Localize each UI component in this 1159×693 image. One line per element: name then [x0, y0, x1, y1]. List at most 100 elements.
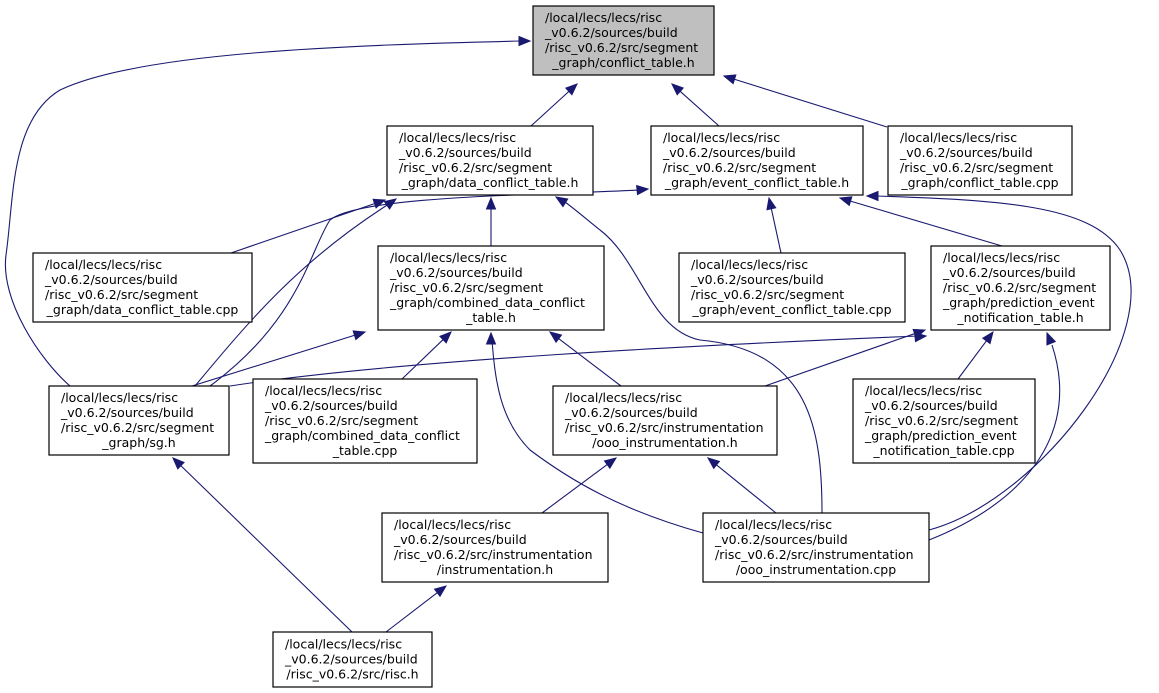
edge-ooo_instrumentation_h-to-combined_data_conflict_table_h — [548, 331, 622, 387]
node-label-line: _graph/combined_data_conflict — [389, 295, 585, 310]
edge-data_conflict_table_cpp-to-data_conflict_table_h — [230, 198, 387, 254]
node-label-line: /local/lecs/lecs/risc — [691, 257, 808, 272]
node-instrumentation-h[interactable]: /local/lecs/lecs/risc_v0.6.2/sources/bui… — [381, 512, 609, 583]
edge-arrowhead — [981, 330, 994, 345]
edge-sg_h-to-combined_data_conflict_table_h — [191, 330, 367, 387]
node-box[interactable] — [650, 125, 864, 196]
edge-risc_h-to-sg_h — [172, 457, 353, 633]
node-sg-h[interactable]: /local/lecs/lecs/risc_v0.6.2/sources/bui… — [48, 385, 230, 456]
edge-ooo_instrumentation_cpp-to-event_conflict_table_h — [865, 190, 1132, 531]
node-ooo-instrumentation-cpp[interactable]: /local/lecs/lecs/risc_v0.6.2/sources/bui… — [702, 512, 930, 583]
node-label-line: /local/lecs/lecs/risc — [390, 250, 507, 265]
node-label-line: _v0.6.2/sources/build — [564, 405, 698, 420]
node-prediction-event-notification-table-cpp[interactable]: /local/lecs/lecs/risc_v0.6.2/sources/bui… — [852, 378, 1036, 464]
node-label-line: /risc_v0.6.2/src/segment — [390, 280, 543, 295]
edge-instrumentation_h-to-ooo_instrumentation_h — [541, 457, 618, 514]
node-box[interactable] — [377, 245, 605, 331]
node-risc-h[interactable]: /local/lecs/lecs/risc_v0.6.2/sources/bui… — [272, 631, 433, 688]
node-label-line: _graph/prediction_event — [864, 428, 1017, 443]
node-label-line: /risc_v0.6.2/src/segment — [865, 413, 1018, 428]
node-label-line: _v0.6.2/sources/build — [398, 145, 532, 160]
edge-arrowhead — [554, 196, 569, 208]
node-label-line: /local/lecs/lecs/risc — [663, 130, 780, 145]
edge-arrowhead — [433, 585, 448, 598]
node-prediction-event-notification-table-h[interactable]: /local/lecs/lecs/risc_v0.6.2/sources/bui… — [930, 245, 1111, 331]
node-label-line: _v0.6.2/sources/build — [942, 265, 1076, 280]
edge-conflict_table_cpp-to-conflict_table_h — [722, 74, 888, 128]
edge-arrowhead — [603, 457, 618, 470]
node-box[interactable] — [32, 252, 253, 323]
node-conflict-table-cpp[interactable]: /local/lecs/lecs/risc_v0.6.2/sources/bui… — [887, 125, 1073, 196]
node-label-line: _v0.6.2/sources/build — [864, 398, 998, 413]
node-label-line: /local/lecs/lecs/risc — [565, 390, 682, 405]
node-label-line: /risc_v0.6.2/src/segment — [900, 160, 1053, 175]
node-box[interactable] — [272, 631, 433, 688]
edge-risc_h-to-instrumentation_h — [385, 585, 448, 633]
node-label-line: _graph/conflict_table.h — [551, 55, 694, 70]
node-label-line: _v0.6.2/sources/build — [44, 272, 178, 287]
edge-arrowhead — [548, 331, 563, 344]
node-box[interactable] — [678, 252, 906, 323]
edge-arrowhead — [722, 74, 737, 85]
edge-arrowhead — [766, 196, 777, 211]
node-box[interactable] — [887, 125, 1073, 196]
edge-sg_h-to-conflict_table_h — [4, 35, 532, 387]
node-label-line: /risc_v0.6.2/src/segment — [265, 413, 418, 428]
node-event-conflict-table-h[interactable]: /local/lecs/lecs/risc_v0.6.2/sources/bui… — [650, 125, 864, 196]
node-data-conflict-table-h[interactable]: /local/lecs/lecs/risc_v0.6.2/sources/bui… — [386, 125, 594, 196]
node-box[interactable] — [252, 378, 478, 464]
edge-ooo_instrumentation_cpp-to-combined_data_conflict_table_h — [485, 331, 704, 534]
node-box[interactable] — [386, 125, 594, 196]
node-ooo-instrumentation-h[interactable]: /local/lecs/lecs/risc_v0.6.2/sources/bui… — [552, 385, 778, 456]
node-label-line: /local/lecs/lecs/risc — [45, 257, 162, 272]
node-box[interactable] — [552, 385, 778, 456]
node-event-conflict-table-cpp[interactable]: /local/lecs/lecs/risc_v0.6.2/sources/bui… — [678, 252, 906, 323]
node-label-line: _graph/combined_data_conflict — [264, 428, 460, 443]
node-label-line: /risc_v0.6.2/src/segment — [943, 280, 1096, 295]
edge-event_conflict_table_cpp-to-event_conflict_table_h — [766, 196, 782, 254]
node-box[interactable] — [381, 512, 609, 583]
node-label-line: _graph/event_conflict_table.h — [664, 175, 849, 190]
node-label-line: /local/lecs/lecs/risc — [545, 10, 662, 25]
node-label-line: /local/lecs/lecs/risc — [394, 517, 511, 532]
node-label-line: _graph/data_conflict_table.h — [401, 175, 579, 190]
node-label-line: _notification_table.cpp — [872, 443, 1014, 458]
node-label-line: _table.cpp — [332, 443, 398, 458]
edge-combined_data_conflict_table_cpp-to-combined_data_conflict_table_h — [401, 331, 452, 380]
edge-arrowhead — [912, 328, 927, 339]
node-box[interactable] — [48, 385, 230, 456]
node-label-line: _v0.6.2/sources/build — [284, 652, 418, 667]
node-box[interactable] — [702, 512, 930, 583]
edge-arrowhead — [172, 457, 185, 470]
node-label-line: /ooo_instrumentation.h — [592, 435, 737, 450]
nodes-layer: /local/lecs/lecs/risc_v0.6.2/sources/bui… — [32, 5, 1111, 688]
node-conflict-table-h[interactable]: /local/lecs/lecs/risc_v0.6.2/sources/bui… — [532, 5, 715, 76]
node-label-line: /risc_v0.6.2/src/instrumentation — [394, 547, 593, 562]
node-label-line: /risc_v0.6.2/src/segment — [691, 287, 844, 302]
node-label-line: _v0.6.2/sources/build — [60, 405, 194, 420]
edges-layer — [4, 35, 1132, 633]
node-label-line: _notification_table.h — [956, 310, 1083, 325]
node-label-line: _graph/event_conflict_table.cpp — [691, 302, 891, 317]
node-box[interactable] — [852, 378, 1036, 464]
node-box[interactable] — [930, 245, 1111, 331]
node-label-line: _graph/conflict_table.cpp — [900, 175, 1058, 190]
edge-combined_data_conflict_table_h-to-data_conflict_table_h — [485, 196, 497, 246]
node-label-line: _v0.6.2/sources/build — [389, 265, 523, 280]
node-label-line: /risc_v0.6.2/src/segment — [399, 160, 552, 175]
edge-arrowhead — [838, 196, 853, 207]
edge-ooo_instrumentation_cpp-to-ooo_instrumentation_h — [706, 457, 777, 514]
node-label-line: /risc_v0.6.2/src/segment — [61, 420, 214, 435]
edge-arrowhead — [706, 457, 721, 470]
node-combined-data-conflict-table-h[interactable]: /local/lecs/lecs/risc_v0.6.2/sources/bui… — [377, 245, 605, 331]
node-data-conflict-table-cpp[interactable]: /local/lecs/lecs/risc_v0.6.2/sources/bui… — [32, 252, 253, 323]
node-combined-data-conflict-table-cpp[interactable]: /local/lecs/lecs/risc_v0.6.2/sources/bui… — [252, 378, 478, 464]
node-box[interactable] — [532, 5, 715, 76]
node-label-line: /instrumentation.h — [437, 562, 553, 577]
node-label-line: /local/lecs/lecs/risc — [399, 130, 516, 145]
edge-prediction_event_notification_table_h-to-event_conflict_table_h — [838, 196, 1003, 247]
edge-arrowhead — [352, 330, 367, 341]
edge-arrowhead — [485, 196, 497, 210]
node-label-line: _v0.6.2/sources/build — [899, 145, 1033, 160]
